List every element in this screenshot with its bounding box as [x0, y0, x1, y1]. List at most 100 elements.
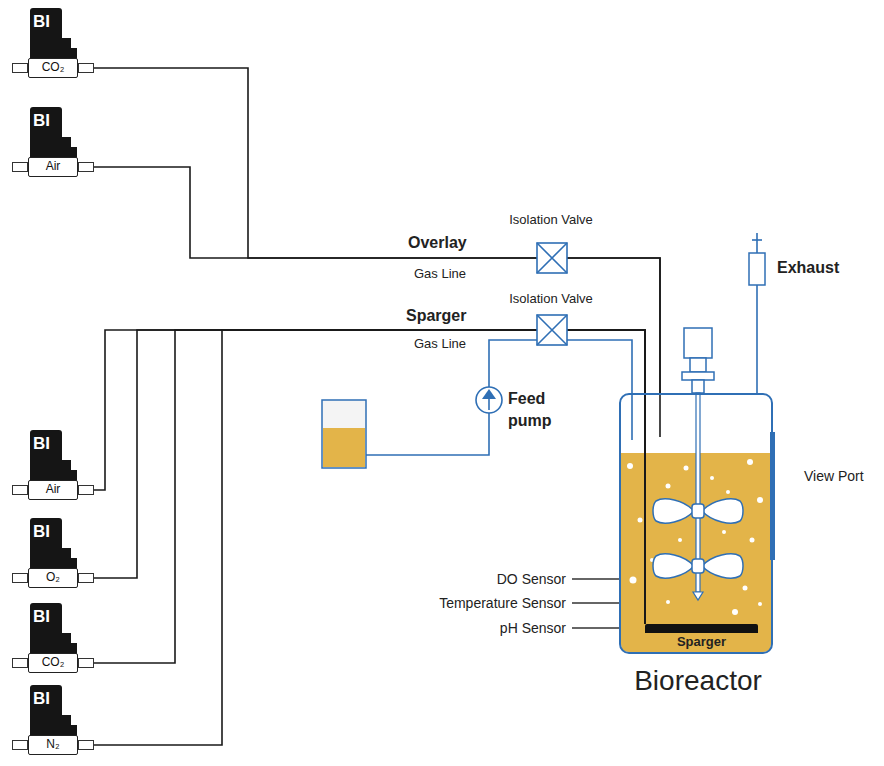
- gas-line: [94, 68, 660, 393]
- pipe-fitting: [12, 162, 28, 172]
- motor-neck: [692, 380, 704, 393]
- part-label: Gas Line: [414, 265, 466, 282]
- bubble: [743, 586, 748, 591]
- line-name: Sparger: [406, 306, 466, 326]
- label-holder: Isolation Valve: [451, 211, 651, 228]
- feed-liquid: [323, 428, 365, 467]
- mfc-logo: BI: [30, 603, 62, 628]
- bubble: [678, 538, 682, 542]
- label-holder: Gas Line: [414, 265, 466, 282]
- part-label: Gas Line: [414, 335, 466, 352]
- pipe-fitting: [78, 740, 94, 750]
- impeller-blade: [702, 499, 743, 523]
- pipe-fitting: [78, 63, 94, 73]
- mfc-logo: BI: [30, 518, 62, 543]
- mass-flow-controller: BI N₂: [10, 685, 94, 757]
- gas-name: N₂: [29, 736, 77, 753]
- gas-line: [94, 330, 645, 663]
- gas-name: CO₂: [29, 654, 77, 671]
- mfc-logo: BI: [30, 685, 62, 710]
- label-holder: Overlay: [408, 233, 467, 253]
- mass-flow-controller: BIAir: [10, 430, 94, 502]
- impeller-hub: [692, 504, 704, 518]
- mfc-label-box: O₂: [28, 568, 78, 588]
- mfc-label-box: CO₂: [28, 58, 78, 78]
- mfc-body: BI: [30, 603, 62, 655]
- gas-line: [94, 330, 645, 624]
- pump-symbol: [476, 387, 502, 413]
- motor: [684, 328, 712, 358]
- label-holder: Sparger: [406, 306, 466, 326]
- gas-name: Air: [29, 481, 77, 498]
- label-holder: Gas Line: [414, 335, 466, 352]
- mfc-step: [62, 715, 71, 737]
- shaft-tip: [693, 592, 703, 600]
- bioreactor-vessel: BioreactorSparger: [619, 393, 773, 654]
- mfc-step: [62, 548, 71, 570]
- sensor-label: pH Sensor: [366, 619, 566, 637]
- mfc-body: BI: [30, 685, 62, 737]
- label-holder: View Port: [804, 467, 864, 485]
- label-holder: Isolation Valve: [451, 290, 651, 307]
- label-holder: Feed pump: [508, 388, 570, 432]
- bubble: [726, 490, 730, 494]
- vessel-title: Bioreactor: [581, 665, 815, 697]
- pipe-fitting: [78, 485, 94, 495]
- valve-cross: [537, 315, 567, 345]
- pipe-fitting: [12, 63, 28, 73]
- gas-name: Air: [29, 158, 77, 175]
- label-holder: DO Sensor: [366, 570, 566, 588]
- exhaust-line: [756, 233, 758, 253]
- bubble: [722, 530, 726, 534]
- bubble: [757, 497, 763, 503]
- valve-cross: [537, 243, 567, 273]
- exhaust-tick: [752, 239, 762, 241]
- sensor-label: DO Sensor: [366, 570, 566, 588]
- mfc-step: [62, 460, 71, 482]
- sensor-leader: [572, 602, 619, 603]
- bubble: [750, 538, 755, 543]
- exhaust-line: [756, 285, 758, 393]
- impeller-hub: [692, 559, 704, 573]
- mfc-logo: BI: [30, 107, 62, 132]
- part-label: Isolation Valve: [451, 290, 651, 307]
- mass-flow-controller: BICO₂: [10, 8, 94, 80]
- part-label: Isolation Valve: [451, 211, 651, 228]
- part-label: View Port: [804, 467, 864, 485]
- impeller-blade: [653, 554, 694, 578]
- bubble: [684, 466, 689, 471]
- pipe-fitting: [78, 658, 94, 668]
- bubble: [666, 484, 671, 489]
- motor-flange: [682, 372, 714, 380]
- mfc-body: BI: [30, 518, 62, 570]
- pipe-fitting: [12, 658, 28, 668]
- sparger-label: Sparger: [645, 633, 758, 651]
- sensor-leader: [572, 578, 619, 579]
- gas-line: [94, 167, 660, 393]
- overlay-outlet: [659, 393, 661, 437]
- line-name: Feed pump: [508, 388, 570, 432]
- mfc-step: [62, 137, 71, 159]
- mfc-step: [62, 38, 71, 60]
- bubble: [630, 577, 637, 584]
- label-holder: Exhaust: [777, 258, 839, 278]
- feed-container: [322, 400, 366, 468]
- gas-name: CO₂: [29, 59, 77, 76]
- mfc-label-box: Air: [28, 157, 78, 177]
- exhaust-filter: [749, 253, 765, 285]
- vessel-title-holder: Bioreactor: [581, 665, 815, 697]
- gas-line: [94, 330, 645, 745]
- isolation-valve: [537, 315, 567, 345]
- bubble: [732, 609, 738, 615]
- bubble: [758, 602, 762, 606]
- line-name: Overlay: [408, 233, 467, 253]
- pipe-fitting: [12, 573, 28, 583]
- mfc-label-box: CO₂: [28, 653, 78, 673]
- mfc-label-box: Air: [28, 480, 78, 500]
- sensor-label: Temperature Sensor: [366, 594, 566, 612]
